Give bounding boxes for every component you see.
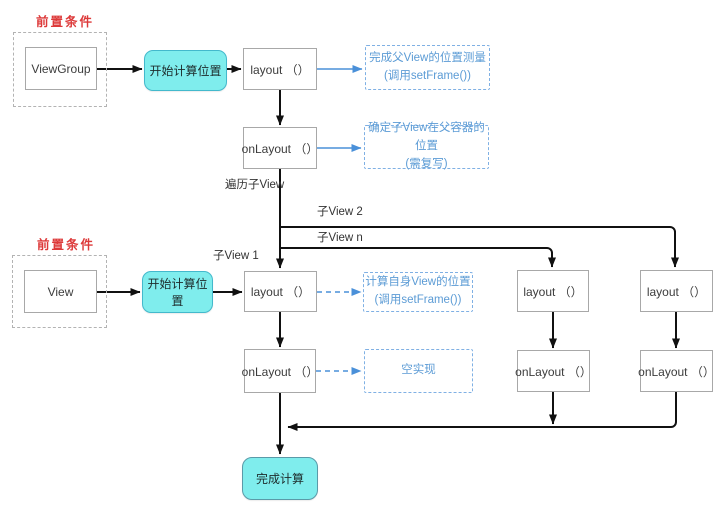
child-view-2-label: 子View 2 <box>317 206 363 218</box>
layout-node-parent: layout （） <box>243 48 317 90</box>
note-child-layout-line2: (调用setFrame()) <box>374 294 462 306</box>
arrow-child2-merge-left <box>287 392 677 431</box>
viewgroup-node: ViewGroup <box>25 47 97 90</box>
finish-calc-node: 完成计算 <box>242 457 318 500</box>
note-parent-layout: 完成父View的位置测量 (调用setFrame()) <box>365 45 490 90</box>
note-child-layout-line1: 计算自身View的位置 <box>365 276 471 289</box>
note-child-layout: 计算自身View的位置 (调用setFrame()) <box>363 272 473 312</box>
note-empty-impl-text: 空实现 <box>401 364 436 377</box>
child-view-n-label: 子View n <box>317 232 363 244</box>
start-calc-node-parent: 开始计算位置 <box>144 50 227 91</box>
layout-node-child2: layout （） <box>640 270 713 312</box>
precondition-group-child <box>12 255 107 328</box>
onlayout-node-child2: onLayout （） <box>638 350 715 392</box>
layout-node-childn: layout （） <box>517 270 589 312</box>
note-parent-onlayout-line2: (需复写) <box>405 157 448 170</box>
note-parent-layout-line1: 完成父View的位置测量 <box>369 51 486 64</box>
precondition-group-parent <box>13 32 107 107</box>
start-calc-node-child: 开始计算位置 <box>142 271 213 313</box>
note-empty-impl: 空实现 <box>364 349 473 393</box>
child-view-1-label: 子View 1 <box>213 250 259 262</box>
onlayout-node-child1: onLayout （） <box>242 349 318 393</box>
note-parent-onlayout-line1: 确定子View在父容器的位置 <box>368 122 485 153</box>
view-node: View <box>24 270 97 313</box>
traverse-children-label: 遍历子View <box>225 179 285 191</box>
onlayout-node-childn: onLayout （） <box>515 350 592 392</box>
precondition-label-parent: 前置条件 <box>36 15 95 29</box>
note-parent-onlayout: 确定子View在父容器的位置 (需复写) <box>364 122 489 170</box>
layout-node-child1: layout （） <box>244 271 317 312</box>
precondition-label-child: 前置条件 <box>37 238 96 252</box>
onlayout-node-parent: onLayout （） <box>242 127 318 169</box>
note-parent-layout-line2: (调用setFrame()) <box>384 69 471 82</box>
arrow-branch-childn <box>280 247 556 268</box>
